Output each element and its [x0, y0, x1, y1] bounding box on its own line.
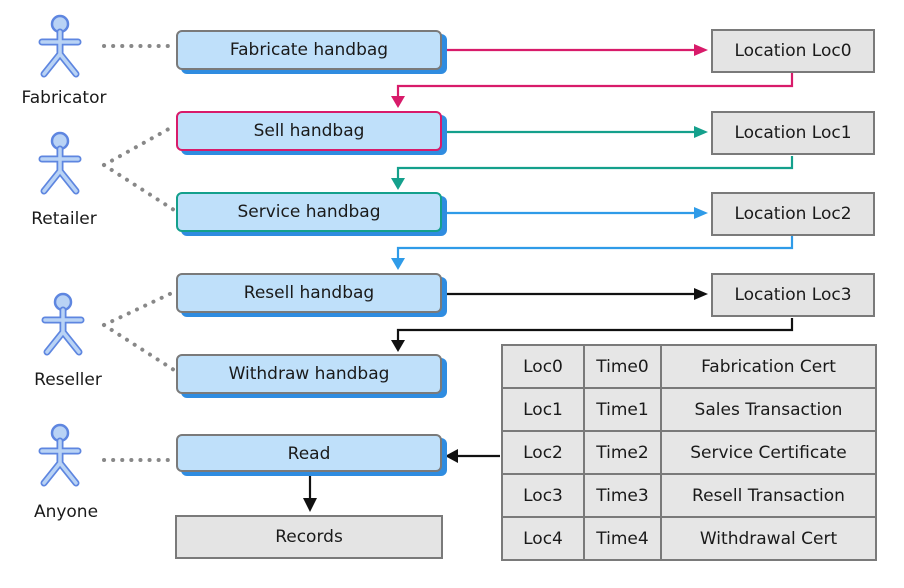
actor-links	[102, 44, 176, 462]
arrow-fabricate	[396, 48, 794, 98]
ledger-location: Loc2	[501, 430, 585, 475]
actor-retailer-icon	[38, 131, 82, 195]
process-fabricate-handbag[interactable]: Fabricate handbag	[176, 30, 442, 70]
actor-label: Anyone	[33, 502, 99, 522]
ledger-document: Resell Transaction	[660, 473, 877, 518]
actor-reseller-icon	[41, 292, 85, 356]
process-withdraw-handbag[interactable]: Withdraw handbag	[176, 354, 442, 394]
ledger-document: Sales Transaction	[660, 387, 877, 432]
arrow-service	[396, 211, 794, 260]
ledger-time: Time0	[583, 344, 662, 389]
location-loc2: Location Loc2	[711, 192, 875, 236]
ledger-document: Service Certificate	[660, 430, 877, 475]
location-loc1: Location Loc1	[711, 111, 875, 155]
ledger-document: Fabrication Cert	[660, 344, 877, 389]
location-loc3: Location Loc3	[711, 273, 875, 317]
ledger-row: Loc1 Time1 Sales Transaction	[501, 387, 877, 432]
arrow-ledger-to-read	[445, 449, 500, 463]
ledger-row: Loc4 Time4 Withdrawal Cert	[501, 516, 877, 561]
ledger-location: Loc0	[501, 344, 585, 389]
ledger-time: Time2	[583, 430, 662, 475]
ledger-time: Time1	[583, 387, 662, 432]
actor-label: Fabricator	[21, 88, 107, 108]
actor-fabricator-icon	[38, 14, 82, 78]
location-loc0: Location Loc0	[711, 29, 875, 73]
ledger-document: Withdrawal Cert	[660, 516, 877, 561]
ledger-location: Loc4	[501, 516, 585, 561]
arrow-read-to-records	[303, 476, 317, 512]
process-read[interactable]: Read	[176, 434, 442, 472]
ledger-row: Loc3 Time3 Resell Transaction	[501, 473, 877, 518]
actor-label: Retailer	[31, 209, 97, 229]
process-service-handbag[interactable]: Service handbag	[176, 192, 442, 232]
actor-label: Reseller	[34, 370, 102, 390]
arrow-resell	[396, 292, 794, 342]
ledger-row: Loc2 Time2 Service Certificate	[501, 430, 877, 475]
process-sell-handbag[interactable]: Sell handbag	[176, 111, 442, 151]
ledger-location: Loc1	[501, 387, 585, 432]
actor-anyone-icon	[38, 423, 82, 487]
process-resell-handbag[interactable]: Resell handbag	[176, 273, 442, 313]
ledger-time: Time3	[583, 473, 662, 518]
ledger-row: Loc0 Time0 Fabrication Cert	[501, 344, 877, 389]
ledger-location: Loc3	[501, 473, 585, 518]
ledger-time: Time4	[583, 516, 662, 561]
ledger-table: Loc0 Time0 Fabrication Cert Loc1 Time1 S…	[501, 344, 877, 561]
records-box: Records	[175, 515, 443, 559]
arrow-sell	[396, 130, 794, 180]
